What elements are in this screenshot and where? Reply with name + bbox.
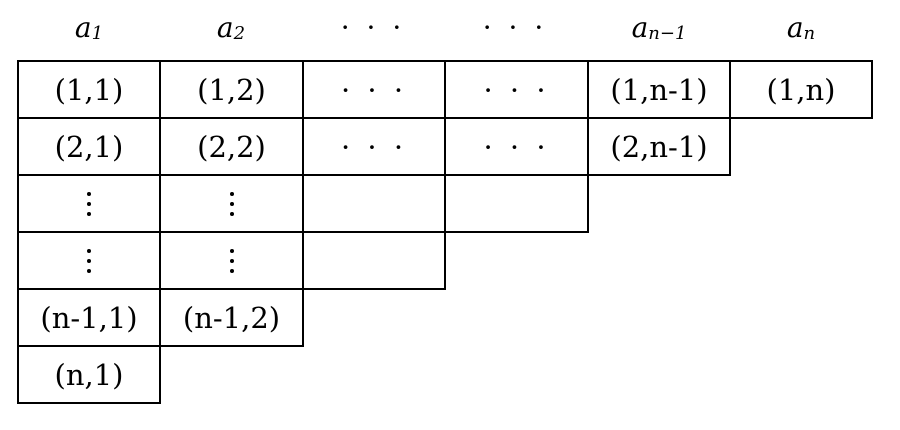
cell-1-ellipsis-1: · · · bbox=[302, 60, 446, 119]
cell-1-ellipsis-2: · · · bbox=[444, 60, 589, 119]
cell-3-3-empty bbox=[302, 174, 446, 233]
cell-n-minus-1-1: (n-1,1) bbox=[17, 288, 161, 347]
cell-1-n-minus-1: (1,n-1) bbox=[587, 60, 731, 119]
column-header-a-n: an bbox=[786, 11, 816, 44]
column-header-ellipsis-1: · · · bbox=[340, 11, 406, 44]
cell-1-n: (1,n) bbox=[729, 60, 873, 119]
cell-2-1: (2,1) bbox=[17, 117, 161, 176]
vertical-ellipsis-icon bbox=[87, 248, 91, 273]
cell-4-2-vdots bbox=[159, 231, 304, 290]
column-header-a-n-minus-1: an−1 bbox=[631, 11, 687, 44]
column-header-a2: a2 bbox=[216, 11, 246, 44]
vertical-ellipsis-icon bbox=[87, 191, 91, 216]
cell-2-ellipsis-2: · · · bbox=[444, 117, 589, 176]
cell-2-ellipsis-1: · · · bbox=[302, 117, 446, 176]
cell-2-2: (2,2) bbox=[159, 117, 304, 176]
cell-n-minus-1-2: (n-1,2) bbox=[159, 288, 304, 347]
cell-n-1: (n,1) bbox=[17, 345, 161, 404]
cell-4-1-vdots bbox=[17, 231, 161, 290]
cell-4-3-empty bbox=[302, 231, 446, 290]
column-header-a1: a1 bbox=[74, 11, 104, 44]
column-header-ellipsis-2: · · · bbox=[482, 11, 548, 44]
cell-3-1-vdots bbox=[17, 174, 161, 233]
vertical-ellipsis-icon bbox=[229, 248, 234, 273]
cell-3-4-empty bbox=[444, 174, 589, 233]
cell-3-2-vdots bbox=[159, 174, 304, 233]
cell-1-2: (1,2) bbox=[159, 60, 304, 119]
cell-2-n-minus-1: (2,n-1) bbox=[587, 117, 731, 176]
cell-1-1: (1,1) bbox=[17, 60, 161, 119]
vertical-ellipsis-icon bbox=[229, 191, 234, 216]
